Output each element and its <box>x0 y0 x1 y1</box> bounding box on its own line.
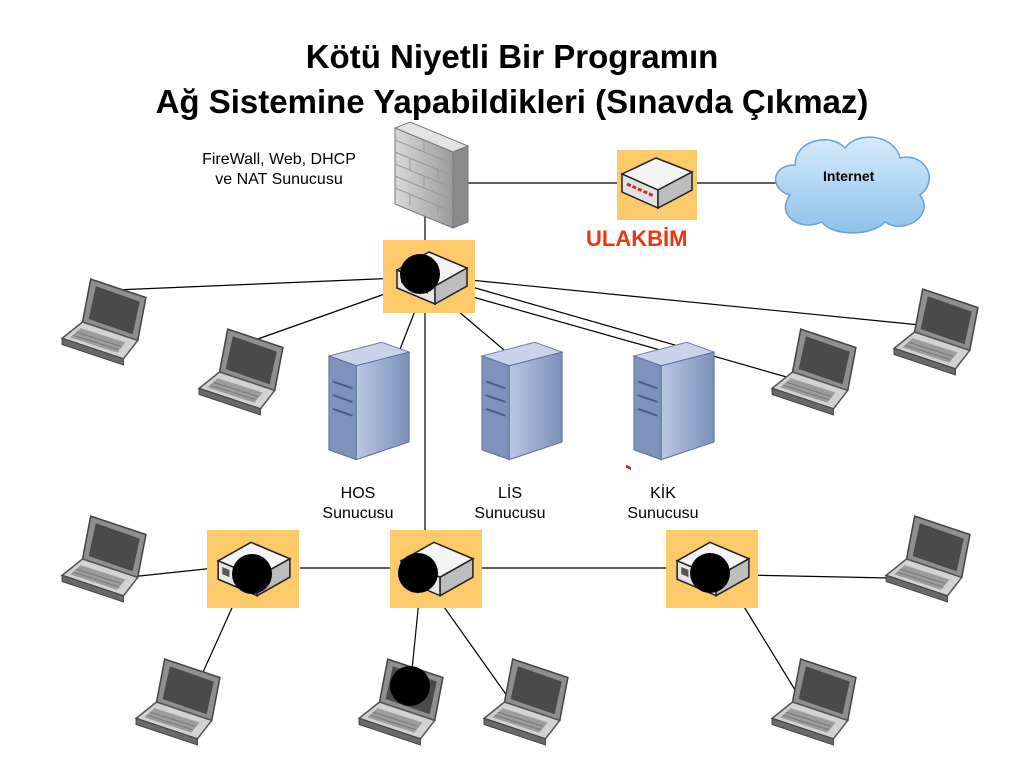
laptop-icon <box>893 288 979 376</box>
title-line-2: Ağ Sistemine Yapabildikleri (Sınavda Çık… <box>155 83 869 120</box>
laptop-icon <box>61 515 147 603</box>
kik-label-line-2: Sunucusu <box>627 505 699 522</box>
lis-label-line-1: LİS <box>497 485 522 502</box>
hos-label-line-2: Sunucusu <box>322 505 394 522</box>
laptop-icon <box>771 328 857 416</box>
lis-server-label: LİS Sunucusu <box>450 484 570 524</box>
black-dot-icon <box>690 553 730 593</box>
laptop-icon <box>483 658 569 746</box>
black-dot-icon <box>398 553 438 593</box>
hos-server-label: HOS Sunucusu <box>298 484 418 524</box>
laptop-icon <box>135 658 221 746</box>
firewall-label-line-2: ve NAT Sunucusu <box>215 171 343 188</box>
kik-server-label: KİK Sunucusu <box>603 484 723 524</box>
ulakbim-label: ULAKBİM <box>586 226 688 251</box>
lis-label-line-2: Sunucusu <box>474 505 546 522</box>
black-dot-icon <box>400 254 440 294</box>
black-dot-icon <box>390 666 430 706</box>
tower-server-icon <box>480 341 564 461</box>
firewall-label: FireWall, Web, DHCP ve NAT Sunucusu <box>186 150 372 190</box>
infection-dots <box>232 254 730 706</box>
slide-title: Kötü Niyetli Bir Programın Ağ Sistemine … <box>0 34 1024 124</box>
ulakbim-router <box>617 150 697 470</box>
laptop-icon <box>885 515 971 603</box>
internet-label: Internet <box>823 168 875 184</box>
firewall-label-line-1: FireWall, Web, DHCP <box>202 151 356 168</box>
laptop-icon <box>61 278 147 366</box>
tower-server-icon <box>327 341 411 461</box>
black-dot-icon <box>232 554 272 594</box>
router-icon <box>620 157 694 470</box>
tower-server-icon <box>632 341 716 461</box>
title-line-1: Kötü Niyetli Bir Programın <box>305 38 719 75</box>
kik-label-line-1: KİK <box>650 485 676 502</box>
hos-label-line-1: HOS <box>340 485 376 502</box>
laptop-icon <box>198 328 284 416</box>
cloud-icon <box>774 136 930 234</box>
firewall-icon <box>393 121 470 229</box>
